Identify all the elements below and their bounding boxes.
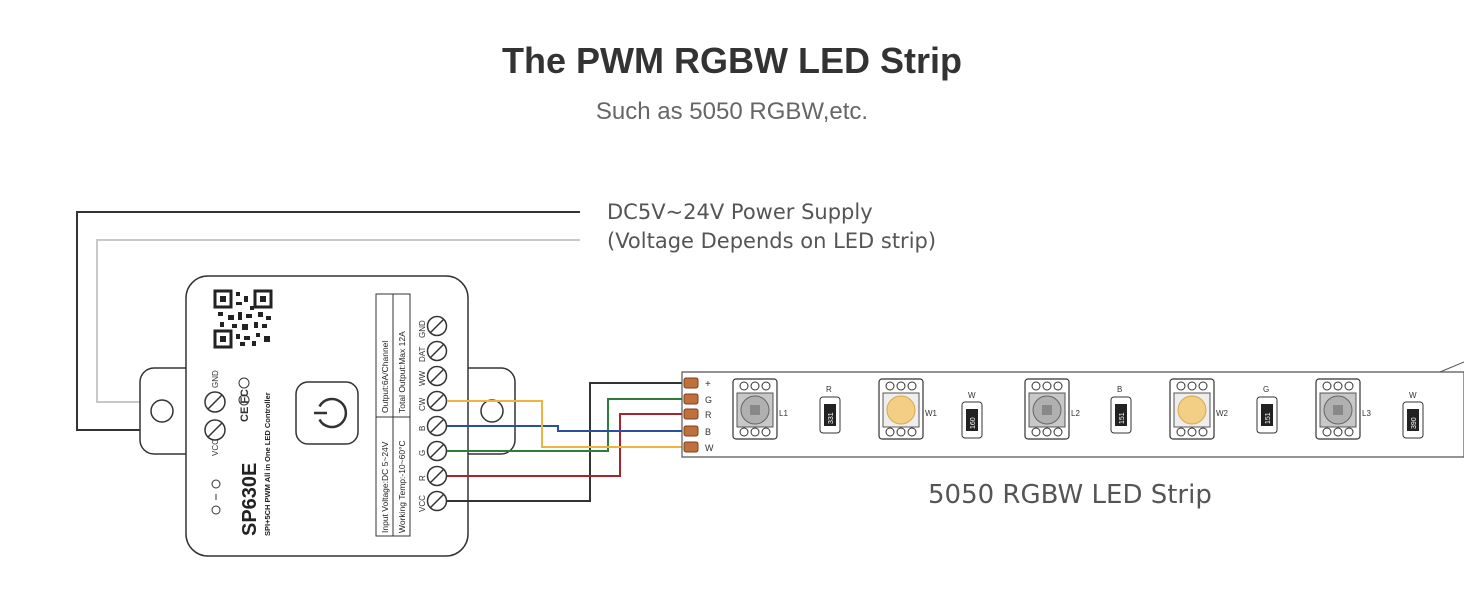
led-strip-body xyxy=(681,371,1464,458)
white-led-icon xyxy=(878,378,924,440)
output-terminal-gnd[interactable] xyxy=(426,315,448,337)
resistor-value-331: 331 xyxy=(828,412,835,424)
spec-working-temp: Working Temp:-10~60°C xyxy=(397,440,407,533)
pad-label-b: B xyxy=(705,427,711,437)
rgb-led-icon xyxy=(732,378,778,440)
terminal-label-dat: DAT xyxy=(418,346,427,362)
pad-g xyxy=(683,393,699,405)
resistor-channel-r: R xyxy=(826,385,832,394)
terminal-label-r: R xyxy=(418,475,427,481)
terminal-label-ww: WW xyxy=(418,370,427,386)
spec-input-voltage: Input Voltage:DC 5~24V xyxy=(380,441,390,533)
wire-red xyxy=(447,413,690,477)
terminal-label-cw: CW xyxy=(418,397,427,411)
terminal-label-b: B xyxy=(418,426,427,431)
controller-mount-left xyxy=(139,367,201,455)
pad-plus xyxy=(683,377,699,389)
dc-polarity-icon xyxy=(211,479,221,515)
resistor-icon xyxy=(1256,396,1278,434)
resistor-channel-b: B xyxy=(1117,385,1122,394)
diagram-title: The PWM RGBW LED Strip xyxy=(502,40,962,81)
resistor-icon xyxy=(819,396,841,434)
pad-label-g: G xyxy=(705,395,712,405)
resistor-channel-g: G xyxy=(1263,385,1269,394)
qr-code-icon xyxy=(213,289,273,349)
power-button[interactable] xyxy=(295,381,359,445)
pad-label-plus: + xyxy=(705,379,711,390)
pad-r xyxy=(683,408,699,420)
controller-mount-right xyxy=(454,367,516,455)
led-label-w2: W2 xyxy=(1216,409,1229,418)
certification-icons: CE FC xyxy=(238,377,251,422)
power-terminal-gnd-label: GND xyxy=(211,370,220,388)
led-label-l2: L2 xyxy=(1071,409,1080,418)
output-terminal-vcc[interactable] xyxy=(426,490,448,512)
controller-description: SPI+5CH PWM All in One LED Controller xyxy=(263,392,272,536)
output-terminal-ww[interactable] xyxy=(426,365,448,387)
terminal-label-gnd: GND xyxy=(418,320,427,338)
terminal-label-g: G xyxy=(418,450,427,456)
power-supply-label: DC5V~24V Power Supply xyxy=(607,200,873,224)
pad-label-w: W xyxy=(705,443,714,453)
svg-text:CE FC: CE FC xyxy=(239,389,251,422)
resistor-value-151-g: 151 xyxy=(1265,412,1272,424)
output-terminal-g[interactable] xyxy=(426,440,448,462)
output-terminal-r[interactable] xyxy=(426,465,448,487)
terminal-gnd-screw[interactable] xyxy=(204,391,226,413)
output-terminal-dat[interactable] xyxy=(426,340,448,362)
spec-total-output: Total Output:Max 12A xyxy=(397,331,407,413)
resistor-channel-w: W xyxy=(968,391,976,400)
terminal-vcc-screw[interactable] xyxy=(204,419,226,441)
led-label-w1: W1 xyxy=(925,409,938,418)
resistor-value-151-b: 151 xyxy=(1119,412,1126,424)
resistor-channel-w2: W xyxy=(1409,391,1417,400)
diagram-subtitle: Such as 5050 RGBW,etc. xyxy=(595,98,869,125)
led-label-l3: L3 xyxy=(1362,409,1371,418)
controller-model: SP630E xyxy=(239,463,261,536)
wire-vcc xyxy=(447,382,690,502)
resistor-icon xyxy=(961,401,983,439)
pad-b xyxy=(683,425,699,437)
resistor-value-390: 390 xyxy=(1411,417,1418,429)
terminal-label-vcc: VCC xyxy=(418,495,427,512)
wire-green xyxy=(447,398,690,452)
output-terminal-b[interactable] xyxy=(426,415,448,437)
wire-yellow xyxy=(447,400,690,448)
pad-label-r: R xyxy=(705,410,712,420)
power-terminal-vcc-label: VCC xyxy=(211,439,220,456)
wire-blue xyxy=(447,425,690,432)
white-led-icon xyxy=(1169,378,1215,440)
rgb-led-icon xyxy=(1024,378,1070,440)
rgb-led-icon xyxy=(1315,378,1361,440)
power-supply-note: (Voltage Depends on LED strip) xyxy=(607,229,937,253)
output-terminal-cw[interactable] xyxy=(426,390,448,412)
strip-label: 5050 RGBW LED Strip xyxy=(928,480,1212,510)
spec-output: Output:6A/Channel xyxy=(380,341,390,413)
resistor-icon xyxy=(1402,401,1424,439)
pad-w xyxy=(683,441,699,453)
resistor-value-160: 160 xyxy=(970,417,977,429)
led-label-l1: L1 xyxy=(779,409,788,418)
spec-box xyxy=(375,293,411,537)
resistor-icon xyxy=(1110,396,1132,434)
